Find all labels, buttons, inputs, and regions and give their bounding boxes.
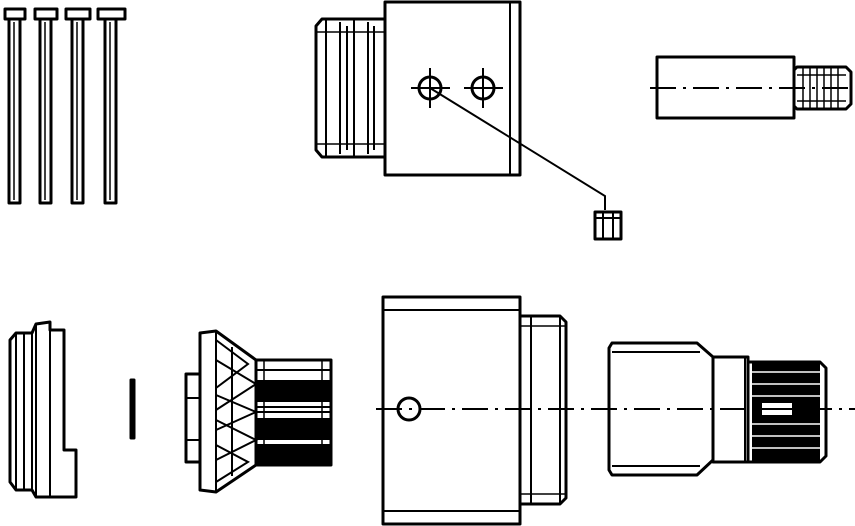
lower-housing <box>381 295 568 526</box>
small-splined-shaft <box>650 55 855 120</box>
bevel-gear <box>184 329 333 494</box>
bolt-3 <box>64 7 92 205</box>
retaining-pin <box>129 378 136 440</box>
seal-ring <box>8 320 78 499</box>
bolt-1 <box>3 7 27 205</box>
screw-hex <box>593 210 623 241</box>
bolt-4 <box>96 7 127 205</box>
output-splined-shaft <box>607 341 828 477</box>
upper-housing <box>314 0 606 210</box>
bolt-2 <box>33 7 59 205</box>
